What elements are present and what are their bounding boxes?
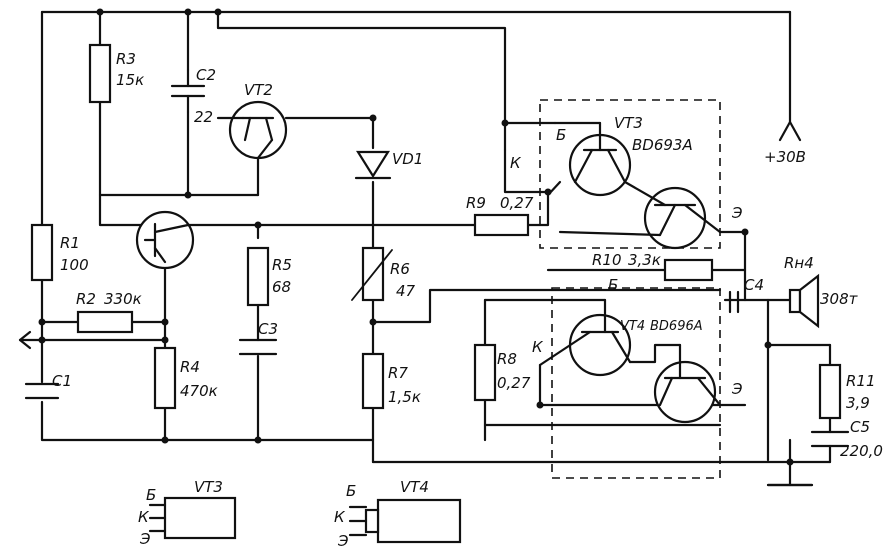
resistor-r7	[361, 352, 385, 410]
c4-ref: C4	[744, 276, 764, 294]
speaker-ref: Rн4	[784, 254, 814, 272]
r8-value: 0,27	[497, 374, 531, 392]
pinout-vt4-b: Б	[346, 482, 356, 500]
c2-ref: C2	[196, 66, 216, 84]
capacitor-c2	[170, 68, 206, 114]
vt3-package	[148, 496, 237, 540]
vt3-part: BD693A	[632, 136, 693, 154]
resistor-r10	[663, 258, 714, 282]
resistor-r4	[153, 346, 177, 410]
c5-ref: C5	[850, 418, 870, 436]
r7-value: 1,5к	[388, 388, 421, 406]
r6-variable-arrow	[351, 249, 393, 301]
transistor-vt4	[538, 298, 682, 377]
vt4-pin-e: Э	[731, 380, 743, 398]
pinout-vt3-title: VT3	[194, 478, 223, 496]
vt3-module-box	[539, 99, 721, 249]
r5-value: 68	[272, 278, 291, 296]
junctions	[38, 8, 794, 466]
r10-value: 3,3к	[628, 251, 661, 269]
capacitor-c1	[24, 382, 60, 400]
r7-ref: R7	[388, 364, 408, 382]
vt3-ref: VT3	[614, 114, 643, 132]
r4-value: 470к	[180, 382, 218, 400]
resistor-r2	[76, 310, 134, 334]
resistor-r8	[473, 343, 497, 402]
pinout-vt4-e: Э	[337, 532, 349, 550]
capacitor-c5	[810, 430, 850, 448]
r11-value: 3,9	[846, 394, 870, 412]
r1-value: 100	[60, 256, 89, 274]
resistor-r11	[818, 363, 842, 420]
supply-label: +30В	[764, 148, 806, 166]
c3-ref: C3	[258, 320, 278, 338]
pinout-vt3-b: Б	[146, 486, 156, 504]
transistor-vt3	[553, 121, 632, 197]
r2-ref: R2	[76, 290, 96, 308]
vt4-pin-k: К	[532, 338, 544, 356]
supply-terminal	[778, 120, 802, 142]
vt4-module-box	[551, 287, 721, 479]
c1-ref: C1	[52, 372, 72, 390]
r6-ref: R6	[390, 260, 410, 278]
vt3-pin-e: Э	[731, 204, 743, 222]
r5-ref: R5	[272, 256, 292, 274]
transistor-vt2	[216, 100, 288, 160]
r6-value: 47	[396, 282, 416, 300]
speaker-icon	[788, 273, 820, 329]
pinout-vt3-e: Э	[139, 530, 151, 548]
vt3-pin-b: Б	[556, 126, 566, 144]
pinout-vt3-k: К	[138, 508, 150, 526]
vt4-part: BD696A	[650, 319, 703, 334]
vt3-pin-k: К	[510, 154, 522, 172]
resistor-r1	[30, 223, 54, 282]
capacitor-c3	[238, 338, 278, 356]
r9-ref: R9	[466, 194, 486, 212]
r3-value: 15к	[116, 71, 144, 89]
resistor-r5	[246, 246, 270, 307]
r1-ref: R1	[60, 234, 80, 252]
speaker-value: 308т	[820, 290, 859, 308]
pinout-vt4-k: К	[334, 508, 346, 526]
vt4-pin-b: Б	[608, 276, 618, 294]
c5-value: 220,0	[840, 442, 883, 460]
input-terminal	[18, 330, 32, 350]
vt2-ref: VT2	[244, 81, 273, 99]
transistor-vt3-output	[558, 180, 722, 250]
r2-value: 330к	[104, 290, 142, 308]
vd1-ref: VD1	[392, 150, 423, 168]
r9-value: 0,27	[500, 194, 534, 212]
diode-vd1	[354, 150, 392, 180]
r3-ref: R3	[116, 50, 136, 68]
r8-ref: R8	[497, 350, 517, 368]
r11-ref: R11	[846, 372, 876, 390]
r10-ref: R10	[592, 251, 622, 269]
vt4-package	[348, 498, 462, 544]
transistor-vt1	[135, 210, 195, 270]
c2-value: 22	[194, 108, 213, 126]
vt4-ref: VT4	[620, 319, 645, 334]
pinout-vt4-title: VT4	[400, 478, 429, 496]
resistor-r9	[473, 213, 530, 237]
r4-ref: R4	[180, 358, 200, 376]
resistor-r3	[88, 43, 112, 104]
transistor-vt4-output	[653, 343, 722, 424]
